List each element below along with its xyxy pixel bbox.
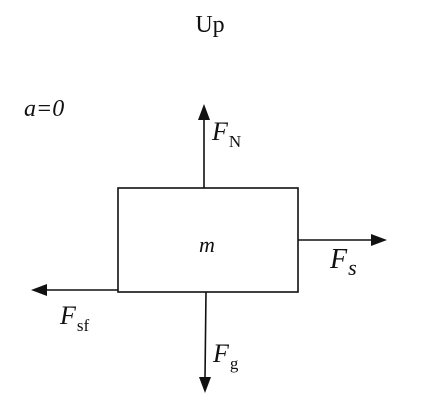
- gravity-force-symbol: F: [212, 339, 230, 368]
- gravity-force-subscript: g: [230, 354, 239, 373]
- applied-force-label: Fs: [329, 244, 357, 280]
- applied-force-symbol: F: [329, 244, 348, 275]
- applied-force-arrow: [298, 234, 387, 246]
- static-friction-arrow: [31, 284, 118, 296]
- acceleration-label: a=0: [24, 96, 64, 122]
- mass-label: m: [199, 232, 215, 257]
- static-friction-label: Fsf: [59, 301, 90, 335]
- normal-force-arrow: [198, 104, 210, 188]
- static-friction-symbol: F: [59, 301, 77, 330]
- normal-force-subscript: N: [229, 132, 241, 151]
- normal-force-label: FN: [211, 117, 241, 151]
- direction-label: Up: [195, 12, 224, 38]
- gravity-force-label: Fg: [212, 339, 239, 373]
- applied-force-subscript: s: [348, 255, 357, 280]
- static-friction-subscript: sf: [77, 316, 90, 335]
- normal-force-symbol: F: [211, 117, 229, 146]
- gravity-force-arrow: [199, 291, 211, 393]
